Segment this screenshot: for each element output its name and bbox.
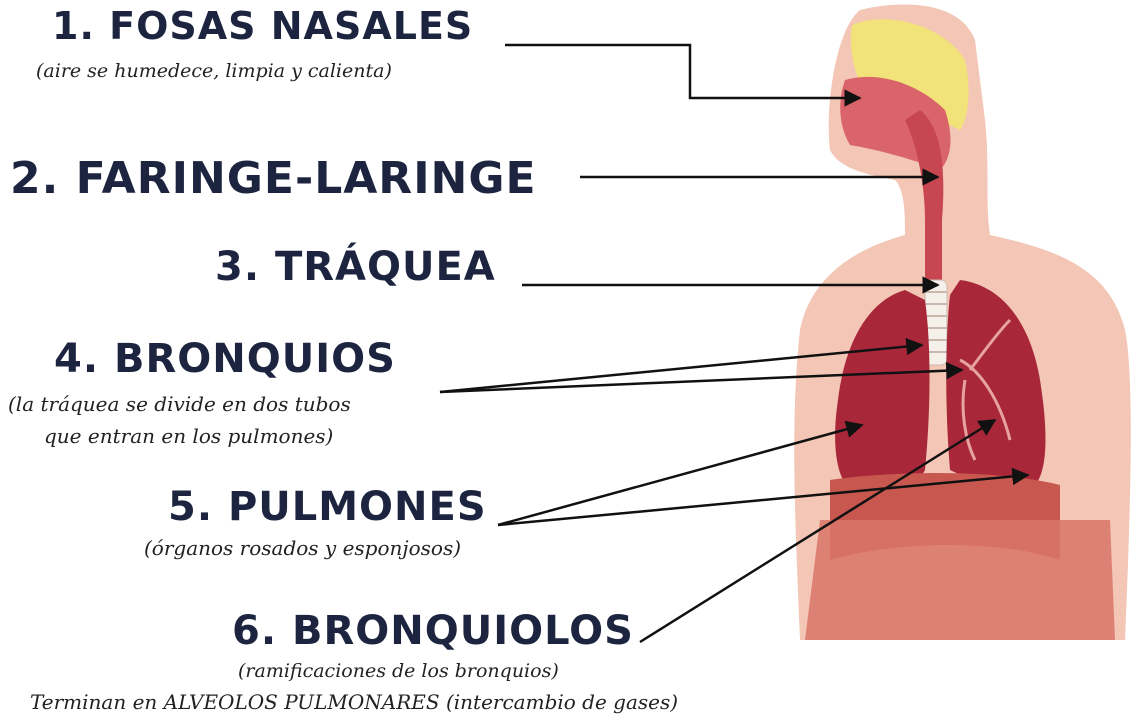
label-traquea: 3. TRÁQUEA [215,244,496,290]
label-bronquiolos-subtitle-1: (ramificaciones de los bronquios) [238,660,559,682]
arrow-fosas-nasales [505,45,860,98]
label-bronquiolos: 6. BRONQUIOLOS [232,608,634,654]
label-bronquiolos-subtitle-2: Terminan en ALVEOLOS PULMONARES (interca… [30,690,678,714]
label-bronquios-subtitle-2: que entran en los pulmones) [44,424,333,448]
label-faringe-laringe: 2. FARINGE-LARINGE [10,153,537,204]
label-bronquios-subtitle-1: (la tráquea se divide en dos tubos [8,392,351,416]
label-fosas-nasales-subtitle: (aire se humedece, limpia y calienta) [36,60,392,82]
label-fosas-nasales: 1. FOSAS NASALES [52,4,473,48]
label-pulmones-subtitle: (órganos rosados y esponjosos) [144,536,461,560]
label-pulmones: 5. PULMONES [168,484,487,530]
label-bronquios: 4. BRONQUIOS [54,336,396,382]
abdominal-muscle [805,520,1115,640]
